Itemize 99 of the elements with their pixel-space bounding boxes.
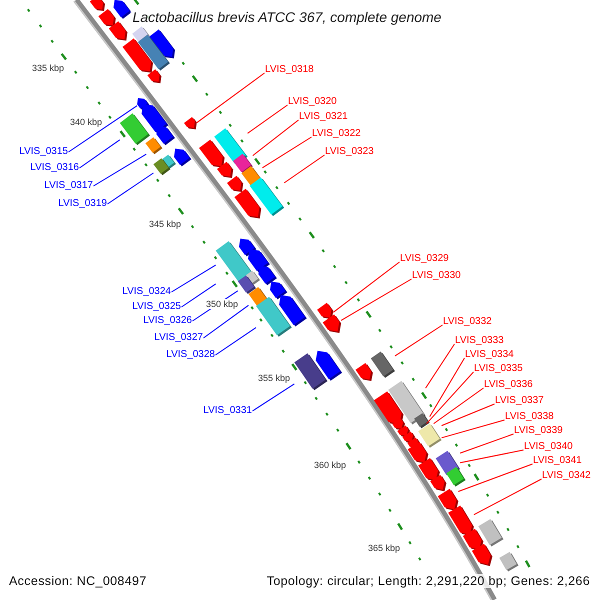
gene-label: LVIS_0321	[299, 111, 348, 123]
gene-block	[153, 158, 170, 176]
gene-block	[294, 353, 328, 390]
leader-line	[203, 304, 249, 338]
genome-summary: Topology: circular; Length: 2,291,220 bp; Genes: 2,266	[266, 574, 590, 588]
gene-block	[370, 352, 395, 378]
gene-feature	[408, 442, 428, 464]
leader-line	[171, 264, 216, 292]
leader-line	[93, 154, 147, 186]
gene-feature	[174, 148, 192, 166]
scale-label: 350 kbp	[204, 299, 240, 309]
gene-block	[120, 113, 150, 146]
gene-feature	[234, 188, 262, 218]
leader-line	[252, 120, 299, 156]
gene-label: LVIS_0315	[19, 146, 68, 158]
leader-line	[460, 434, 514, 454]
gene-feature	[438, 488, 458, 511]
gene-feature	[98, 9, 116, 27]
gene-feature	[122, 38, 153, 73]
leader-line	[433, 388, 484, 424]
gene-feature	[90, 0, 105, 11]
leader-line	[107, 172, 154, 204]
gene-feature	[217, 162, 234, 178]
gene-label: LVIS_0319	[58, 198, 107, 210]
gene-label: LVIS_0325	[132, 301, 181, 313]
leader-line	[458, 464, 533, 492]
gene-label: LVIS_0336	[484, 379, 533, 391]
gene-label: LVIS_0340	[524, 441, 573, 453]
leader-line	[262, 136, 312, 168]
gene-feature	[356, 363, 373, 381]
gene-feature	[199, 140, 225, 168]
gene-label: LVIS_0328	[166, 349, 215, 361]
gene-feature	[156, 126, 175, 146]
gene-block	[418, 424, 442, 448]
gene-label: LVIS_0341	[533, 455, 582, 467]
gene-label: LVIS_0329	[400, 253, 449, 265]
leader-line	[429, 358, 465, 418]
gene-feature	[374, 391, 404, 426]
gene-feature	[430, 474, 446, 492]
gene-label: LVIS_0335	[474, 363, 523, 375]
gene-label: LVIS_0322	[312, 128, 361, 140]
gene-feature	[108, 21, 128, 41]
scale-label: 345 kbp	[148, 219, 182, 229]
leader-line	[425, 344, 455, 389]
gene-label: LVIS_0327	[154, 332, 203, 344]
leader-line	[79, 139, 120, 168]
leader-line	[252, 383, 295, 412]
gene-block	[414, 413, 430, 428]
gene-label: LVIS_0326	[143, 315, 192, 327]
gene-label: LVIS_0332	[443, 316, 492, 328]
leader-line	[340, 278, 412, 321]
leader-line	[441, 404, 495, 426]
gene-block	[145, 137, 162, 154]
leader-line	[394, 324, 443, 356]
gene-block	[499, 552, 518, 572]
leader-line	[473, 478, 542, 516]
gene-label: LVIS_0337	[495, 395, 544, 407]
scale-label: 360 kbp	[312, 460, 348, 470]
gene-block	[256, 296, 292, 337]
gene-label: LVIS_0317	[44, 180, 93, 192]
gene-label: LVIS_0333	[455, 335, 504, 347]
leader-line	[215, 327, 256, 356]
gene-label: LVIS_0334	[465, 349, 514, 361]
gene-feature	[448, 506, 474, 536]
leader-line	[426, 372, 474, 424]
gene-feature	[147, 69, 162, 84]
leader-line	[247, 104, 288, 134]
accession-note: Accession: NC_008497	[9, 574, 147, 588]
gene-label: LVIS_0324	[122, 286, 171, 298]
gene-label: LVIS_0320	[288, 96, 337, 108]
leader-line	[196, 72, 265, 124]
leader-line	[284, 154, 325, 184]
gene-feature	[418, 458, 440, 482]
leader-line	[460, 450, 524, 464]
gene-label: LVIS_0318	[265, 64, 314, 76]
gene-feature	[114, 0, 132, 19]
scale-label: 365 kbp	[366, 543, 402, 553]
map-title: Lactobacillus brevis ATCC 367, complete genome	[130, 10, 444, 25]
scale-label: 355 kbp	[256, 373, 292, 383]
scale-label: 335 kbp	[30, 63, 66, 73]
gene-feature	[184, 117, 197, 130]
gene-label: LVIS_0316	[30, 162, 79, 174]
gene-block	[446, 466, 466, 487]
gene-label: LVIS_0338	[505, 411, 554, 423]
leader-line	[181, 283, 216, 308]
gene-feature	[317, 302, 334, 320]
gene-label: LVIS_0323	[325, 146, 374, 158]
gene-feature	[258, 266, 277, 286]
leader-line	[441, 420, 505, 438]
gene-label: LVIS_0331	[203, 405, 252, 417]
leader-line	[332, 262, 400, 313]
scale-label: 340 kbp	[68, 117, 104, 127]
gene-label: LVIS_0339	[514, 425, 563, 437]
leader-line	[68, 105, 138, 152]
gene-feature	[322, 314, 342, 333]
gene-feature	[227, 176, 244, 192]
gene-label: LVIS_0330	[412, 270, 461, 282]
gene-label: LVIS_0342	[542, 470, 591, 482]
gene-feature	[472, 544, 492, 566]
